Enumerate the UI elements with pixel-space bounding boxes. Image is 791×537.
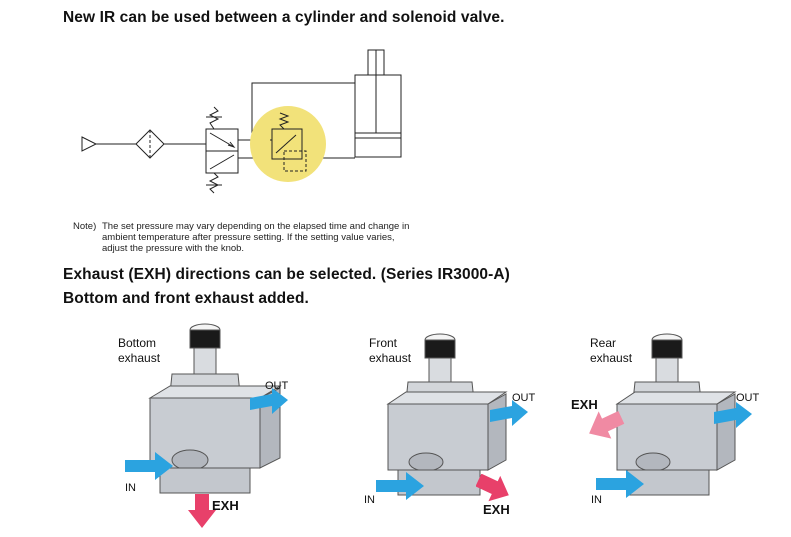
- note-text: The set pressure may vary depending on t…: [102, 221, 410, 254]
- regulator-symbol: [270, 112, 307, 172]
- out-arrow-1: [250, 388, 288, 414]
- exh-arrow-bottom: [188, 494, 216, 528]
- out-label-2: OUT: [512, 392, 536, 404]
- out-label-3: OUT: [736, 392, 760, 404]
- cylinder-symbol: [354, 49, 402, 158]
- note-tag: Note): [73, 221, 97, 232]
- out-arrow-3: [714, 402, 752, 428]
- in-arrow-2: [376, 472, 424, 500]
- exh-label-2: EXH: [483, 502, 510, 517]
- caption-bottom-exhaust: Bottom exhaust: [118, 336, 161, 365]
- out-label-1: OUT: [265, 380, 289, 392]
- pneumatic-circuit-diagram: [81, 49, 402, 194]
- exh-label-3: EXH: [571, 397, 598, 412]
- in-arrow-3: [596, 470, 644, 498]
- note-block: Note) The set pressure may vary dependin…: [73, 221, 418, 254]
- exh-arrow-rear: [589, 411, 625, 439]
- caption-front-exhaust: Front exhaust: [369, 336, 412, 365]
- solenoid-valve-symbol: [205, 106, 239, 194]
- in-arrow-1: [125, 452, 173, 480]
- in-label-2: IN: [364, 494, 375, 506]
- heading-cylinder-solenoid: New IR can be used between a cylinder an…: [63, 9, 505, 26]
- out-arrow-2: [490, 400, 528, 426]
- exh-label-1: EXH: [212, 498, 239, 513]
- heading-bottom-front-exhaust: Bottom and front exhaust added.: [63, 290, 309, 307]
- exh-arrow-front: [476, 474, 509, 502]
- air-source-symbol: [81, 136, 98, 152]
- heading-exhaust-directions: Exhaust (EXH) directions can be selected…: [63, 266, 510, 283]
- filter-symbol: [135, 129, 165, 159]
- in-label-3: IN: [591, 494, 602, 506]
- in-label-1: IN: [125, 482, 136, 494]
- regulator-bottom-exhaust-image: [148, 323, 282, 494]
- caption-rear-exhaust: Rear exhaust: [590, 336, 633, 365]
